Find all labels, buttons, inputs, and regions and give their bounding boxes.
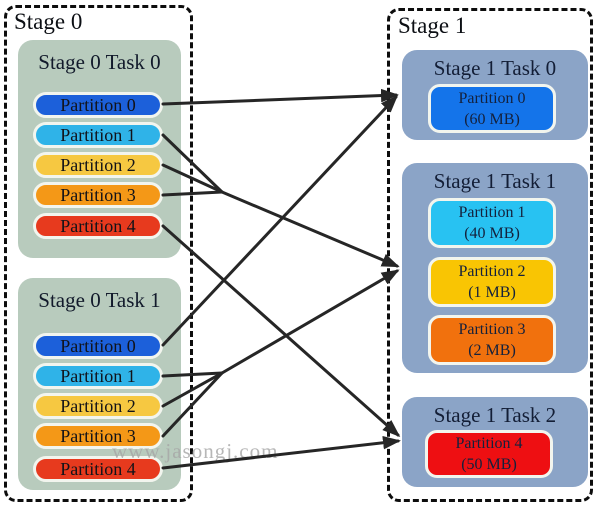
- partition-size: (50 MB): [461, 456, 517, 473]
- arrow-t0merge-to-task1: [220, 190, 400, 268]
- stage0-task0-partition-4: Partition 4: [33, 213, 163, 239]
- stage0-task1-partition-4: Partition 4: [33, 456, 163, 482]
- arrow-t0p0-to-task0: [161, 88, 399, 106]
- partition-size: (1 MB): [468, 284, 516, 301]
- partition-label: Partition 1: [458, 204, 526, 221]
- stage1-task0-title: Stage 1 Task 0: [433, 56, 557, 80]
- stage0-task0-partition-2: Partition 2: [33, 152, 163, 178]
- arrow-t0p4-to-task2: [161, 224, 401, 437]
- stage0-task1-partition-1: Partition 1: [33, 363, 163, 389]
- partition-size: (40 MB): [464, 225, 520, 242]
- stage0-task0-title: Stage 0 Task 0: [38, 50, 161, 74]
- partition-label: Partition 2: [458, 263, 526, 280]
- partition-label: Partition 3: [458, 321, 526, 338]
- partition-size: (60 MB): [464, 110, 520, 128]
- stage1-task0-partition-0: Partition 0 (60 MB): [428, 84, 556, 133]
- partition-size: (2 MB): [468, 342, 516, 359]
- stage1-task2-title: Stage 1 Task 2: [433, 403, 557, 427]
- stage1-task1-title: Stage 1 Task 1: [433, 169, 557, 193]
- stage1-task1-partition-2: Partition 2 (1 MB): [428, 257, 556, 307]
- stage0-task1-partition-0: Partition 0: [33, 333, 163, 359]
- partition-label: Partition 4: [455, 435, 523, 452]
- stage0-task1-partition-2: Partition 2: [33, 393, 163, 419]
- stage0-title: Stage 0: [14, 9, 83, 34]
- stage0-task0-card: Stage 0 Task 0 Partition 0 Partition 1 P…: [18, 40, 181, 258]
- stage1-task1-card: Stage 1 Task 1 Partition 1 (40 MB) Parti…: [402, 163, 588, 373]
- stage1-task1-partition-3: Partition 3 (2 MB): [428, 315, 556, 365]
- stage1-title: Stage 1: [398, 13, 467, 38]
- stage0-task0-partition-1: Partition 1: [33, 122, 163, 148]
- stage1-task1-partition-1: Partition 1 (40 MB): [428, 198, 556, 248]
- stage1-task0-card: Stage 1 Task 0 Partition 0 (60 MB): [402, 50, 588, 140]
- stage1-task2-partition-4: Partition 4 (50 MB): [425, 430, 553, 478]
- stage0-task0-partition-3: Partition 3: [33, 182, 163, 208]
- stage0-task1-title: Stage 0 Task 1: [38, 288, 161, 312]
- arrow-t1merge-to-task1: [220, 269, 400, 375]
- watermark: www.jasongj.com: [112, 439, 279, 463]
- partition-label: Partition 0: [458, 89, 526, 107]
- arrow-t1p0-to-task0: [161, 94, 399, 347]
- stage0-task0-partition-0: Partition 0: [33, 92, 163, 118]
- stage1-task2-card: Stage 1 Task 2 Partition 4 (50 MB): [402, 397, 588, 487]
